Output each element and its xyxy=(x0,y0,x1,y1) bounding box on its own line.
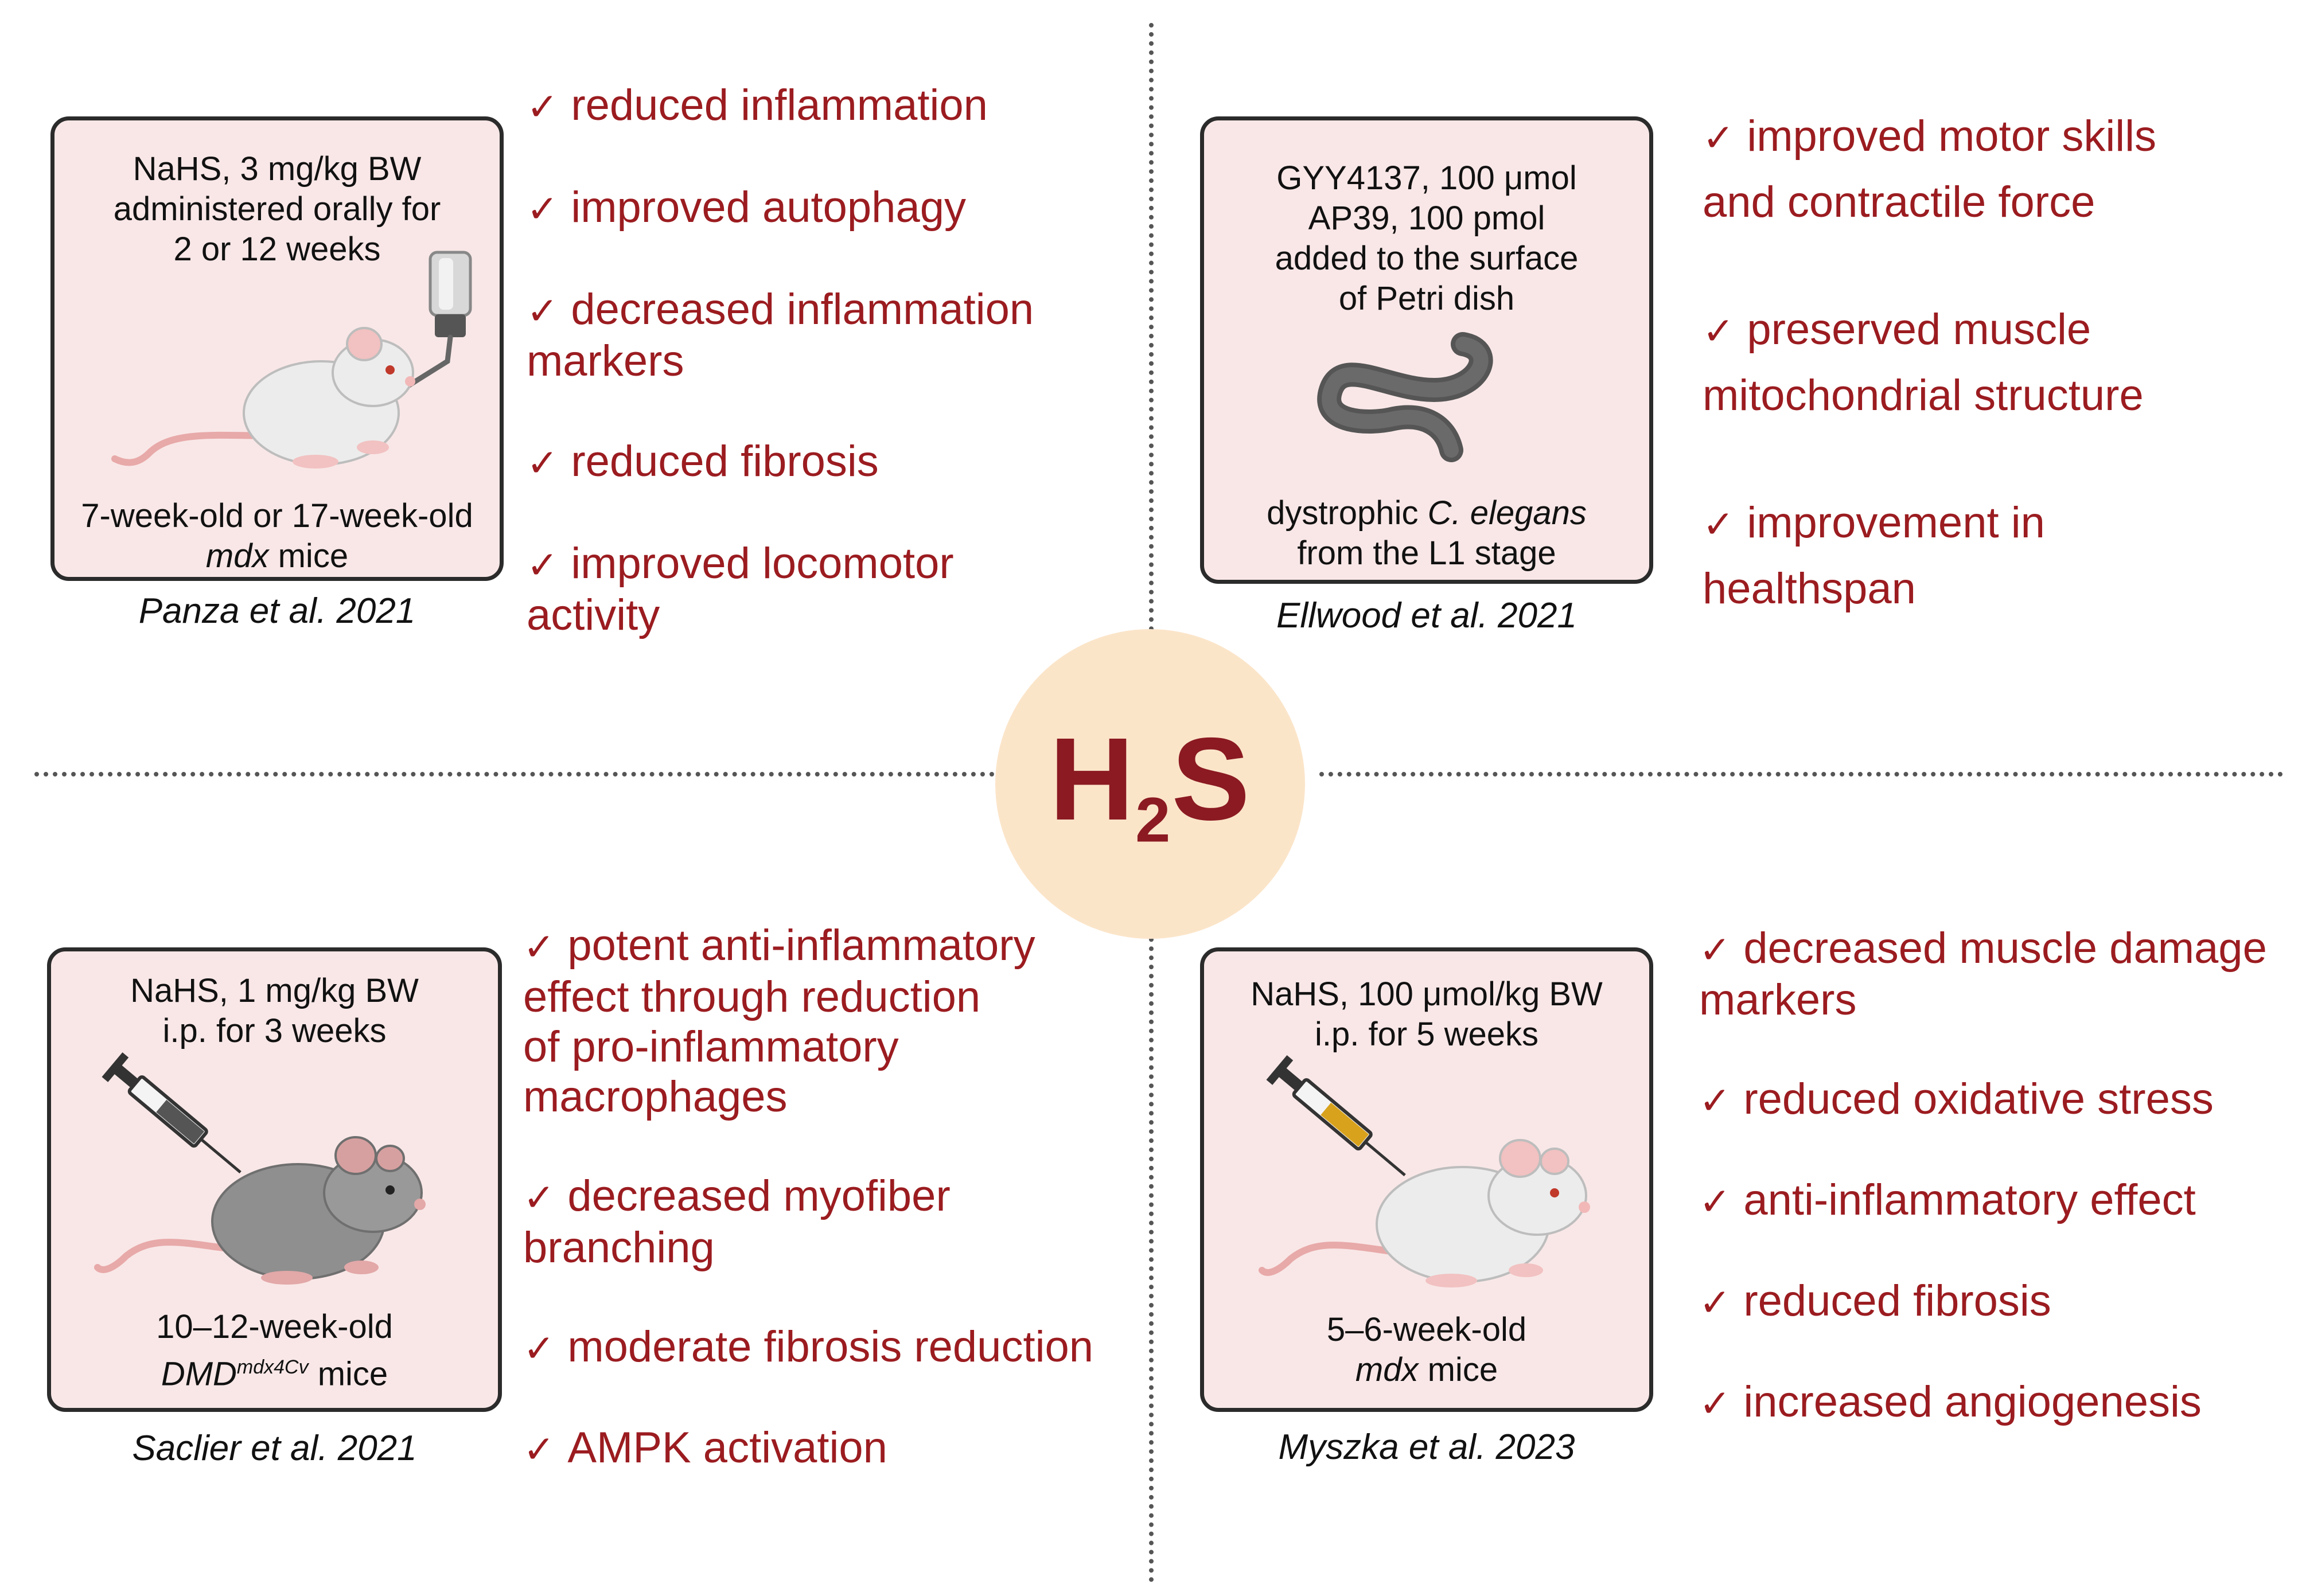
effect-item-continued: macrophages xyxy=(523,1072,788,1121)
effect-item: ✓improved motor skills xyxy=(1703,112,2157,161)
citation-panza: Panza et al. 2021 xyxy=(138,591,416,631)
effects-list-saclier: ✓potent anti-inflammatory effect through… xyxy=(523,920,1093,1474)
check-icon: ✓ xyxy=(527,187,559,231)
check-icon: ✓ xyxy=(523,1326,555,1371)
effect-item: ✓decreased inflammation xyxy=(527,285,1034,334)
h2s-circle: H2S xyxy=(995,629,1305,939)
effect-item-continued: mitochondrial structure xyxy=(1703,371,2144,420)
effect-item-continued: healthspan xyxy=(1703,564,1916,613)
effects-list-myszka: ✓decreased muscle damage markers ✓reduce… xyxy=(1699,923,2267,1429)
effect-item: ✓AMPK activation xyxy=(523,1423,887,1472)
effect-item: ✓preserved muscle xyxy=(1703,305,2091,354)
effect-item: ✓decreased myofiber xyxy=(523,1172,951,1220)
check-icon: ✓ xyxy=(523,1176,555,1220)
check-icon: ✓ xyxy=(1703,116,1735,160)
white-mouse-syringe-illustration xyxy=(1259,1055,1590,1287)
effect-item-continued: and contractile force xyxy=(1703,178,2095,227)
citation-myszka: Myszka et al. 2023 xyxy=(1278,1427,1575,1467)
effect-item-continued: of pro-inflammatory xyxy=(523,1023,899,1071)
effect-item: ✓improvement in xyxy=(1703,498,2045,547)
subject-text: 5–6-week-old mdx mice xyxy=(1326,1311,1527,1388)
effect-item: ✓moderate fibrosis reduction xyxy=(523,1322,1093,1371)
check-icon: ✓ xyxy=(1703,309,1735,353)
effect-item: ✓reduced fibrosis xyxy=(1699,1277,2051,1325)
subject-text: 10–12-week-old DMDmdx4Cv mice xyxy=(156,1308,393,1393)
effect-item-continued: markers xyxy=(527,337,684,385)
effects-list-panza: ✓reduced inflammation ✓improved autophag… xyxy=(527,80,1034,640)
check-icon: ✓ xyxy=(527,85,559,129)
treatment-text: NaHS, 100 μmol/kg BW i.p. for 5 weeks xyxy=(1251,975,1603,1053)
white-mouse-bottle-illustration xyxy=(111,251,472,469)
study-panel-saclier: NaHS, 1 mg/kg BW i.p. for 3 weeks 10–12-… xyxy=(47,947,502,1412)
check-icon: ✓ xyxy=(1699,928,1731,972)
effect-item: ✓increased angiogenesis xyxy=(1699,1378,2202,1426)
h2s-label: H2S xyxy=(1049,713,1251,856)
effect-item: ✓reduced inflammation xyxy=(527,81,988,130)
effect-item: ✓improved locomotor xyxy=(527,539,954,588)
horizontal-divider-left xyxy=(34,772,1004,776)
effects-list-ellwood: ✓improved motor skills and contractile f… xyxy=(1703,104,2156,621)
effect-item: ✓decreased muscle damage xyxy=(1699,924,2267,973)
check-icon: ✓ xyxy=(1703,502,1735,547)
citation-ellwood: Ellwood et al. 2021 xyxy=(1276,596,1577,635)
check-icon: ✓ xyxy=(527,543,559,587)
citation-saclier: Saclier et al. 2021 xyxy=(132,1429,417,1468)
effect-item: ✓improved autophagy xyxy=(527,183,966,232)
check-icon: ✓ xyxy=(1699,1281,1731,1325)
effect-item: ✓anti-inflammatory effect xyxy=(1699,1176,2196,1224)
study-panel-ellwood: GYY4137, 100 μmol AP39, 100 pmol added t… xyxy=(1200,116,1653,584)
effect-item: ✓potent anti-inflammatory xyxy=(523,921,1035,970)
check-icon: ✓ xyxy=(1699,1079,1731,1123)
effect-item: ✓reduced oxidative stress xyxy=(1699,1075,2214,1123)
treatment-text: NaHS, 1 mg/kg BW i.p. for 3 weeks xyxy=(130,972,419,1049)
effect-item-continued: branching xyxy=(523,1223,715,1272)
check-icon: ✓ xyxy=(1699,1382,1731,1426)
effect-item-continued: markers xyxy=(1699,975,1857,1024)
check-icon: ✓ xyxy=(523,1427,555,1472)
effect-item-continued: activity xyxy=(527,591,660,639)
check-icon: ✓ xyxy=(527,441,559,485)
effect-item: ✓reduced fibrosis xyxy=(527,437,879,486)
subject-text: dystrophic C. elegans from the L1 stage xyxy=(1267,494,1587,572)
gray-mouse-syringe-illustration xyxy=(94,1052,426,1285)
check-icon: ✓ xyxy=(1699,1180,1731,1224)
treatment-text: GYY4137, 100 μmol AP39, 100 pmol added t… xyxy=(1275,159,1579,317)
effect-item-continued: effect through reduction xyxy=(523,973,981,1021)
check-icon: ✓ xyxy=(527,289,559,333)
horizontal-divider-right xyxy=(1319,772,2283,776)
treatment-text: NaHS, 3 mg/kg BW administered orally for… xyxy=(113,150,441,268)
check-icon: ✓ xyxy=(523,925,555,969)
study-panel-panza: NaHS, 3 mg/kg BW administered orally for… xyxy=(50,116,504,581)
subject-text: 7-week-old or 17-week-old mdx mice xyxy=(81,497,473,575)
c-elegans-worm-illustration xyxy=(1317,332,1493,462)
